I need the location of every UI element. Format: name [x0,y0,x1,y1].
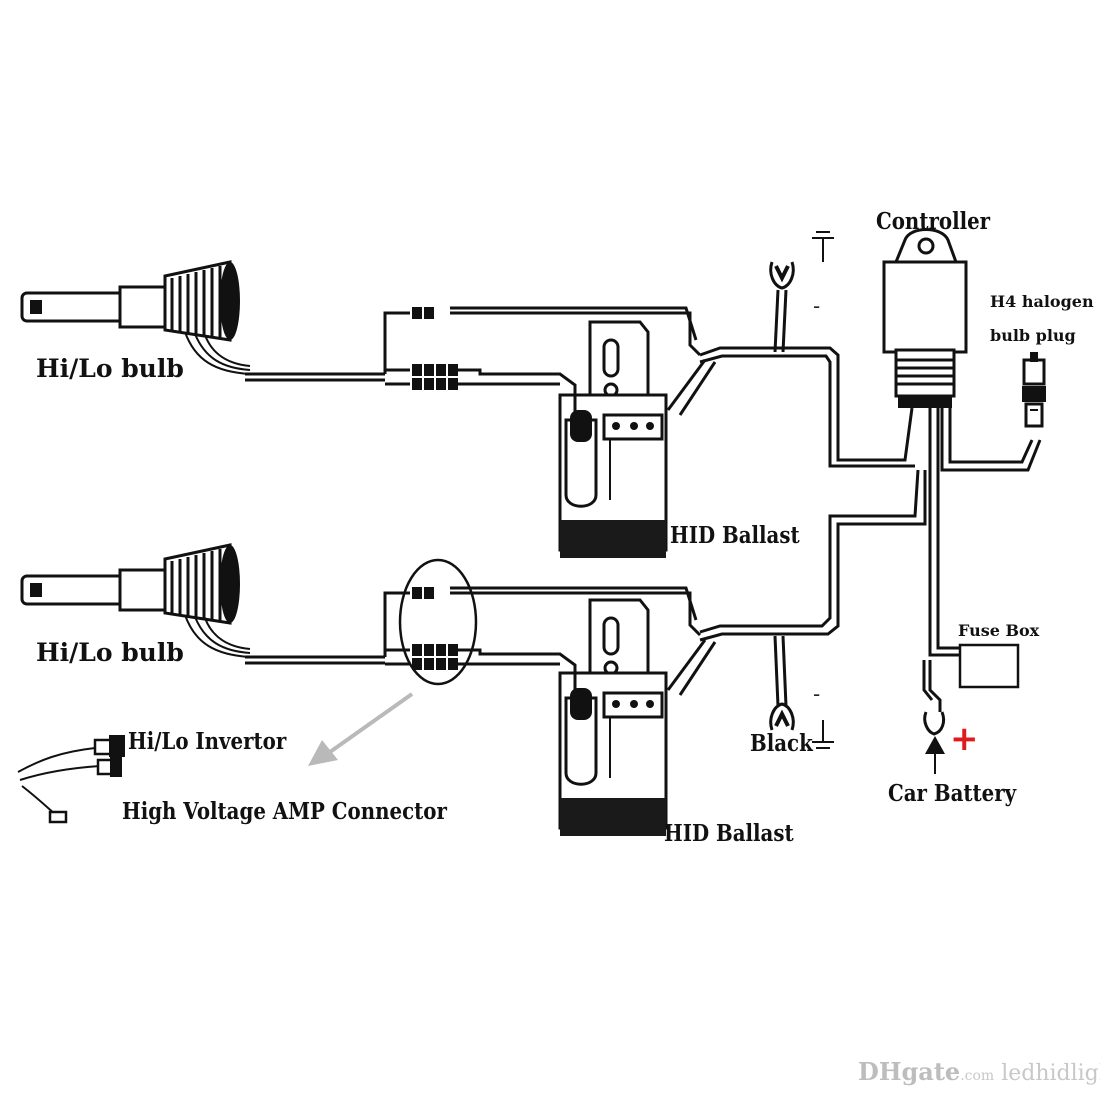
ground-symbol-bottom [812,720,834,749]
connector-top-4 [436,364,458,376]
ballast-bottom-label: HID Ballast [664,820,794,847]
connector-bottom-1 [412,587,434,599]
connector-bottom-2 [412,644,434,656]
controller-label: Controller [876,208,991,235]
wiring-bottom [245,469,927,707]
connector-top-2 [412,364,434,376]
bulb-bottom-label: Hi/Lo bulb [36,638,184,667]
bulb-top-label: Hi/Lo bulb [36,354,184,383]
h4-plug [1022,352,1046,428]
connector-top-3 [412,378,434,390]
amp-connector-label: High Voltage AMP Connector [122,798,447,825]
watermark-logo: DHgate [858,1057,961,1086]
connector-bottom-3 [412,658,434,670]
ground-fork-bottom [769,702,795,731]
connector-bottom-5 [436,658,458,670]
ballast-top-label: HID Ballast [670,522,800,549]
plus-sign: + [950,719,979,759]
invertor-cable [17,735,125,824]
watermark: DHgate.com ledhidlight [858,1060,1100,1085]
h4-label-line2: bulb plug [990,326,1076,345]
invertor-highlight-ellipse [398,558,478,686]
minus-sign-bottom: - [813,682,821,706]
watermark-store: ledhidlight [1001,1061,1100,1086]
wiring-controller [922,408,1042,712]
ground-fork-top [769,261,795,290]
minus-sign-top: - [813,294,821,318]
controller-unit [882,228,968,408]
connector-top-5 [436,378,458,390]
fuse-box-label: Fuse Box [958,621,1040,640]
pointer-arrow [308,692,414,766]
fuse-box [958,643,1020,689]
watermark-domain: .com [960,1068,995,1084]
car-battery-label: Car Battery [888,780,1017,807]
connector-top-1 [412,307,434,319]
invertor-label: Hi/Lo Invertor [128,728,287,755]
h4-label-line1: H4 halogen [990,292,1094,311]
connector-bottom-4 [436,644,458,656]
ballast-bottom [558,598,668,838]
black-label: Black [750,730,813,757]
wiring-top [245,289,915,468]
ballast-top [558,320,668,560]
ground-symbol-top [812,231,834,262]
battery-fork [923,711,946,736]
battery-arrow [925,736,945,774]
